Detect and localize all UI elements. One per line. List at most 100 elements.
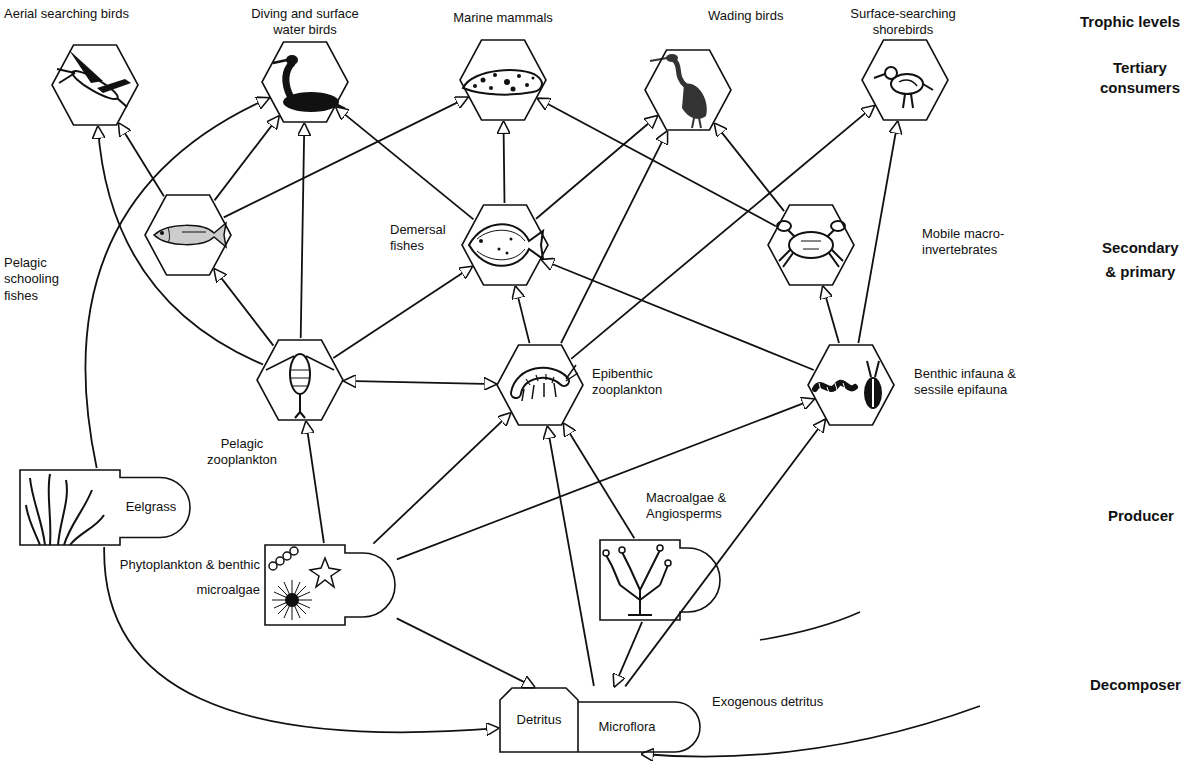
- energy-flow-arrow: [333, 267, 471, 358]
- macroalgae-figure-part: [628, 614, 652, 616]
- tern-figure-part: [97, 79, 131, 93]
- node-text: Microflora: [580, 719, 674, 735]
- fish-figure-part: [160, 231, 164, 235]
- seal-figure-part: [493, 73, 497, 77]
- node-outline: [257, 340, 343, 420]
- node-label: Pelagic schooling fishes: [4, 255, 74, 304]
- node-label: Phytoplankton & benthic microalgae: [118, 553, 260, 602]
- node-outline: [145, 195, 231, 275]
- worm-clam-figure: [815, 361, 882, 409]
- worm-clam-figure-part: [819, 383, 845, 393]
- eelgrass-figure-part: [70, 515, 104, 545]
- node-outline: [862, 40, 948, 120]
- tern-figure: [57, 50, 131, 107]
- energy-flow-arrow: [564, 424, 634, 538]
- node-outline: [808, 345, 894, 425]
- flounder-figure-part: [506, 252, 509, 255]
- outline-path: [462, 205, 548, 285]
- consumer-hexagon: Pelagic schooling fishes: [145, 195, 231, 275]
- node-outline: [265, 545, 395, 625]
- energy-flow-arrow: [215, 269, 274, 345]
- node-outline: [460, 40, 546, 120]
- crab-figure-part: [801, 241, 821, 249]
- eelgrass-figure-part: [58, 480, 67, 545]
- outline-path: [497, 345, 583, 425]
- outline-path: [52, 45, 138, 125]
- macroalgae-figure-part: [619, 547, 625, 553]
- consumer-hexagon: Wading birds: [645, 50, 731, 130]
- energy-flow-arrow: [119, 124, 164, 196]
- crab-figure-part: [779, 229, 843, 267]
- consumer-hexagon: Surface-searching shorebirds: [862, 40, 948, 120]
- energy-flow-arrow: [85, 98, 268, 468]
- node-outline: [768, 205, 854, 285]
- outline-path: [265, 545, 395, 625]
- shorebird-figure-part: [885, 67, 897, 79]
- heron-figure-part: [692, 118, 701, 128]
- copepod-figure-part: [295, 394, 305, 418]
- eelgrass-figure-part: [30, 478, 45, 545]
- node-outline: [52, 45, 138, 125]
- energy-flow-arrow: [337, 108, 474, 220]
- energy-flow-arrow: [715, 124, 784, 211]
- heron-figure-part: [682, 83, 707, 118]
- flow-line: [760, 612, 860, 640]
- phytoplankton-figure-part: [290, 547, 298, 555]
- energy-flow-arrow: [215, 117, 279, 201]
- macroalgae-figure-part: [665, 560, 671, 566]
- copepod-figure-part: [290, 354, 310, 394]
- cormorant-figure-part: [286, 62, 293, 98]
- seal-figure: [463, 70, 542, 94]
- cormorant-figure-part: [286, 55, 298, 65]
- cormorant-figure: [273, 55, 345, 112]
- outline-path: [600, 540, 720, 620]
- outline-path: [808, 345, 894, 425]
- energy-flow-arrow: [345, 381, 496, 384]
- crab-figure: [777, 221, 845, 267]
- node-label: Pelagic zooplankton: [200, 436, 284, 469]
- energy-flow-arrow: [625, 420, 825, 686]
- node-label: Diving and surface water birds: [240, 6, 370, 39]
- fish-figure: [154, 223, 226, 247]
- energy-flow-arrow: [823, 287, 839, 343]
- node-label: Aerial searching birds: [4, 6, 204, 22]
- flounder-figure-part: [498, 248, 501, 251]
- energy-flow-arrow: [538, 99, 776, 226]
- shorebird-figure-part: [903, 94, 913, 108]
- outline-path: [145, 195, 231, 275]
- consumer-hexagon: Mobile macro-invertebrates: [768, 205, 854, 285]
- energy-flow-arrow: [542, 260, 814, 370]
- outline-path: [262, 42, 348, 122]
- outline-path: [645, 50, 731, 130]
- consumer-hexagon: Diving and surface water birds: [262, 42, 348, 122]
- energy-flow-arrow: [397, 618, 534, 687]
- consumer-hexagon: Aerial searching birds: [52, 45, 138, 125]
- outline-path: [257, 340, 343, 420]
- macroalgae-figure-part: [606, 550, 668, 615]
- seal-figure-part: [504, 79, 510, 85]
- shorebird-figure-part: [874, 74, 885, 78]
- copepod-figure: [266, 354, 334, 418]
- producer-box: Eelgrass: [20, 470, 190, 545]
- node-label: Wading birds: [708, 8, 818, 24]
- trophic-label: Producer: [1108, 506, 1174, 526]
- seal-figure-part: [532, 77, 535, 80]
- trophic-label: Decomposer: [1090, 675, 1181, 695]
- node-text: Eelgrass: [123, 499, 179, 515]
- fish-figure-part: [168, 227, 206, 243]
- energy-flow-arrow: [536, 116, 657, 218]
- seal-figure-part: [463, 70, 542, 94]
- node-label: Surface-searching shorebirds: [838, 6, 968, 39]
- energy-flow-arrow: [397, 399, 814, 559]
- crab-figure-part: [789, 232, 833, 258]
- heron-figure-part: [650, 58, 667, 61]
- energy-flow-arrow: [516, 287, 530, 343]
- macroalgae-figure-part: [657, 545, 663, 551]
- worm-clam-figure-part: [867, 361, 879, 377]
- shorebird-figure-part: [923, 84, 933, 90]
- copepod-figure-part: [291, 370, 309, 386]
- seal-figure-part: [525, 83, 529, 87]
- amphipod-figure-part: [522, 383, 556, 401]
- node-text: Detritus: [500, 712, 578, 728]
